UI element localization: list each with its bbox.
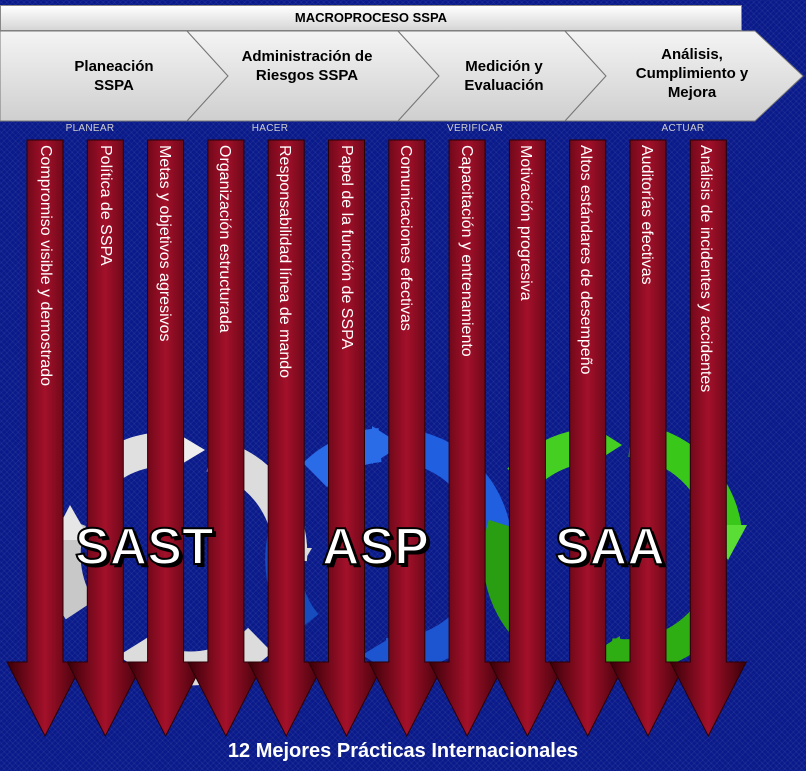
phase-sub-verificar: VERIFICAR: [446, 123, 504, 134]
practice-3-label: Metas y objetivos agresivos: [156, 145, 173, 342]
practice-9-label: Motivación progresiva: [517, 145, 534, 301]
phase-riesgos-title: Administración de Riesgos SSPA: [241, 48, 373, 84]
sast-label: SAST: [74, 517, 215, 577]
practice-bar-5: [247, 139, 326, 738]
practice-bar-3: [126, 139, 205, 738]
macroprocess-banner: MACROPROCESO SSPA: [0, 5, 742, 31]
asp-label: ASP: [321, 517, 430, 577]
phase-analisis-title: Análisis, Cumplimiento y Mejora: [635, 46, 749, 101]
practice-12-label: Análisis de incidentes y accidentes: [697, 145, 714, 393]
practice-bar-1: [6, 139, 84, 738]
phase-chevron-analisis: [563, 30, 804, 122]
practice-bar-8: [428, 139, 506, 738]
phase-planeacion-title: Planeación SSPA: [74, 58, 154, 94]
practice-bars: [6, 139, 748, 738]
practice-bar-6: [307, 139, 386, 738]
practice-bar-11: [609, 139, 687, 738]
practice-bar-9: [488, 139, 567, 738]
saa-label: SAA: [554, 517, 666, 577]
practice-bar-4: [187, 139, 265, 738]
practice-4-label: Organización estructurada: [216, 145, 233, 333]
practice-1-label: Compromiso visible y demostrado: [37, 145, 54, 386]
phase-chevrons: [0, 30, 804, 122]
practice-bar-12: [669, 139, 748, 738]
phase-medicion-title: Medición y Evaluación: [464, 58, 544, 94]
phase-sub-hacer: HACER: [251, 123, 289, 134]
practice-8-label: Capacitación y entrenamiento: [458, 145, 475, 357]
practice-2-label: Política de SSPA: [97, 145, 114, 266]
practice-bar-10: [548, 139, 627, 738]
practice-10-label: Altos estándares de desempeño: [577, 145, 594, 375]
practice-bar-2: [66, 139, 145, 738]
practice-5-label: Responsabilidad línea de mando: [276, 145, 293, 379]
practice-6-label: Papel de la función de SSPA: [338, 145, 355, 350]
practice-7-label: Comunicaciones efectivas: [397, 145, 414, 331]
phase-sub-actuar: ACTUAR: [661, 123, 705, 134]
practice-11-label: Auditorías efectivas: [638, 145, 655, 285]
phase-sub-planear: PLANEAR: [65, 123, 115, 134]
practice-bar-7: [367, 139, 446, 738]
footer-title: 12 Mejores Prácticas Internacionales: [227, 740, 579, 762]
